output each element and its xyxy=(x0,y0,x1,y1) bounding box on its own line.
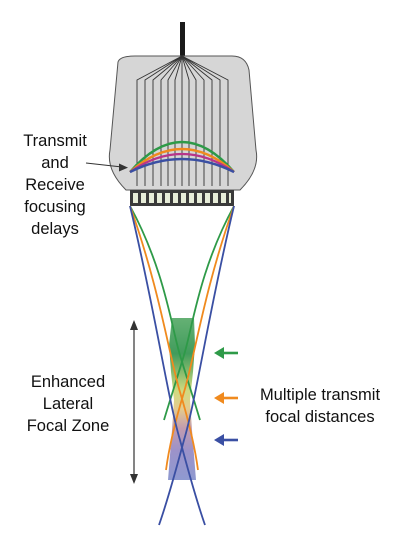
focusing-delays-label-line: Receive xyxy=(25,176,85,194)
beam-blue xyxy=(129,205,235,526)
focal-arrow-green xyxy=(214,347,238,359)
focal-zone-label-line: Focal Zone xyxy=(26,417,110,435)
focal-zone-extent-arrow xyxy=(130,320,138,484)
focal-distances-label-line: focal distances xyxy=(265,408,375,426)
focal-arrow-blue xyxy=(214,434,238,446)
focusing-delays-label-line: Transmit xyxy=(23,132,87,150)
focusing-delays-label-line: delays xyxy=(31,220,79,238)
beam-green xyxy=(129,205,235,421)
focal-arrow-orange xyxy=(214,392,238,404)
delay-arc-magenta xyxy=(129,153,235,173)
focal-zone-label: Enhanced Lateral Focal Zone xyxy=(10,371,126,437)
focal-zone-label-line: Enhanced xyxy=(30,373,106,391)
focusing-delays-label-line: and xyxy=(41,154,69,172)
focusing-delays-label: Transmit and Receive focusing delays xyxy=(8,130,102,240)
focal-distances-label-line: Multiple transmit xyxy=(259,386,381,404)
beam-orange xyxy=(129,205,235,471)
delays-pointer-arrow xyxy=(85,162,128,172)
delay-arc-blue xyxy=(129,157,235,174)
element-array-cells xyxy=(133,193,231,203)
focal-zone-label-line: Lateral xyxy=(42,395,94,413)
transducer-cable xyxy=(180,22,185,56)
delay-arc-green xyxy=(129,140,235,173)
focal-distances-label: Multiple transmit focal distances xyxy=(242,384,398,428)
delay-arc-orange xyxy=(129,147,235,173)
focusing-delays-label-line: focusing xyxy=(24,198,86,216)
